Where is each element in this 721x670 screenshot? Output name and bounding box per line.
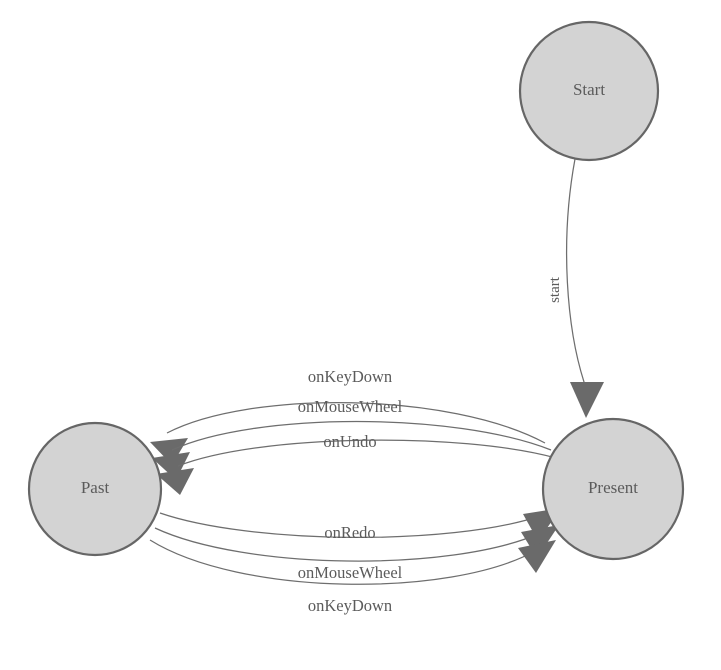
- edge-label-undo: onUndo: [323, 432, 376, 451]
- arrowhead-into-past-3: [156, 468, 194, 495]
- node-past-circle: [27, 421, 163, 557]
- node-start-circle: [518, 20, 660, 162]
- edge-label-mousewheel-up: onMouseWheel: [298, 397, 403, 416]
- node-start[interactable]: Start: [518, 20, 660, 162]
- node-past-label: Past: [81, 478, 110, 497]
- edge-past-to-present-mousewheel[interactable]: onMouseWheel: [154, 525, 559, 582]
- edge-start-to-present[interactable]: start: [547, 158, 604, 418]
- edge-redo-path: [159, 512, 541, 538]
- node-present-label: Present: [588, 478, 638, 497]
- edge-past-to-present-keydown[interactable]: onKeyDown: [149, 539, 556, 615]
- node-present-circle: [541, 417, 685, 561]
- edge-keydown-down-path: [149, 539, 536, 585]
- edge-keydown-up-path: [166, 401, 546, 444]
- arrowhead-into-present-top: [570, 382, 604, 418]
- edge-label-keydown-up: onKeyDown: [308, 367, 392, 386]
- edge-undo-path: [177, 439, 557, 467]
- edge-past-to-present-redo[interactable]: onRedo: [159, 508, 561, 542]
- arrowhead-into-past-1: [150, 438, 188, 465]
- node-past[interactable]: Past: [27, 421, 163, 557]
- arrowhead-into-past-2: [152, 452, 190, 480]
- node-present[interactable]: Present: [541, 417, 685, 561]
- edge-mousewheel-up-path: [171, 420, 552, 451]
- edge-label-keydown-down: onKeyDown: [308, 596, 392, 615]
- node-start-label: Start: [573, 80, 605, 99]
- edge-mousewheel-down-path: [154, 527, 539, 562]
- arrowhead-into-present-2: [521, 525, 559, 558]
- edge-present-to-past-undo[interactable]: onUndo: [156, 432, 557, 495]
- edge-start-path: [565, 158, 587, 389]
- edge-label-start: start: [547, 276, 563, 303]
- edge-label-redo: onRedo: [324, 523, 375, 542]
- edge-present-to-past-mousewheel[interactable]: onMouseWheel: [152, 397, 552, 480]
- arrowhead-into-present-3: [518, 540, 556, 573]
- edge-label-mousewheel-down: onMouseWheel: [298, 563, 403, 582]
- edge-present-to-past-keydown[interactable]: onKeyDown: [150, 367, 546, 465]
